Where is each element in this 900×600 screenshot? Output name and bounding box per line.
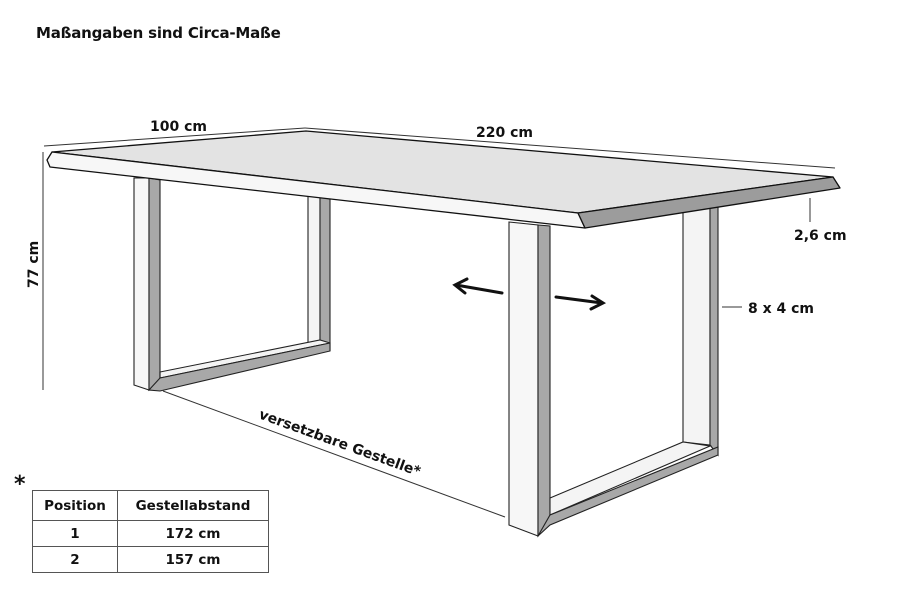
table-top-front-edge — [46, 151, 586, 229]
column-header-spacing: Gestellabstand — [117, 490, 269, 521]
dimension-lines — [42, 127, 836, 518]
frame-spacing-table: Position Gestellabstand 1 172 cm 2 157 c… — [32, 490, 269, 573]
thickness-label: 2,6 cm — [794, 228, 847, 244]
table-top-side-edge — [577, 176, 841, 229]
table-top — [46, 130, 841, 229]
position-cell: 1 — [32, 520, 118, 547]
spacing-cell: 172 cm — [117, 520, 269, 547]
frames-leader-line — [162, 390, 506, 518]
width-dimension-line — [43, 127, 306, 147]
table-row: 1 172 cm — [32, 520, 269, 547]
width-label: 100 cm — [150, 119, 207, 135]
arrow-right-icon — [554, 294, 607, 311]
right-leg-frame — [508, 206, 719, 538]
left-leg-frame — [133, 177, 331, 392]
page-title: Maßangaben sind Circa-Maße — [36, 24, 281, 42]
spacing-cell: 157 cm — [117, 546, 269, 573]
profile-label: 8 x 4 cm — [748, 301, 814, 317]
height-label: 77 cm — [26, 241, 42, 288]
table-header-row: Position Gestellabstand — [32, 490, 269, 521]
movable-frames-label: versetzbare Gestelle* — [257, 407, 424, 481]
position-cell: 2 — [32, 546, 118, 573]
length-dimension-line — [304, 127, 836, 169]
footnote-marker: * — [14, 472, 26, 497]
column-header-position: Position — [32, 490, 118, 521]
table-row: 2 157 cm — [32, 546, 269, 573]
arrow-left-icon — [452, 277, 504, 295]
length-label: 220 cm — [476, 125, 533, 141]
